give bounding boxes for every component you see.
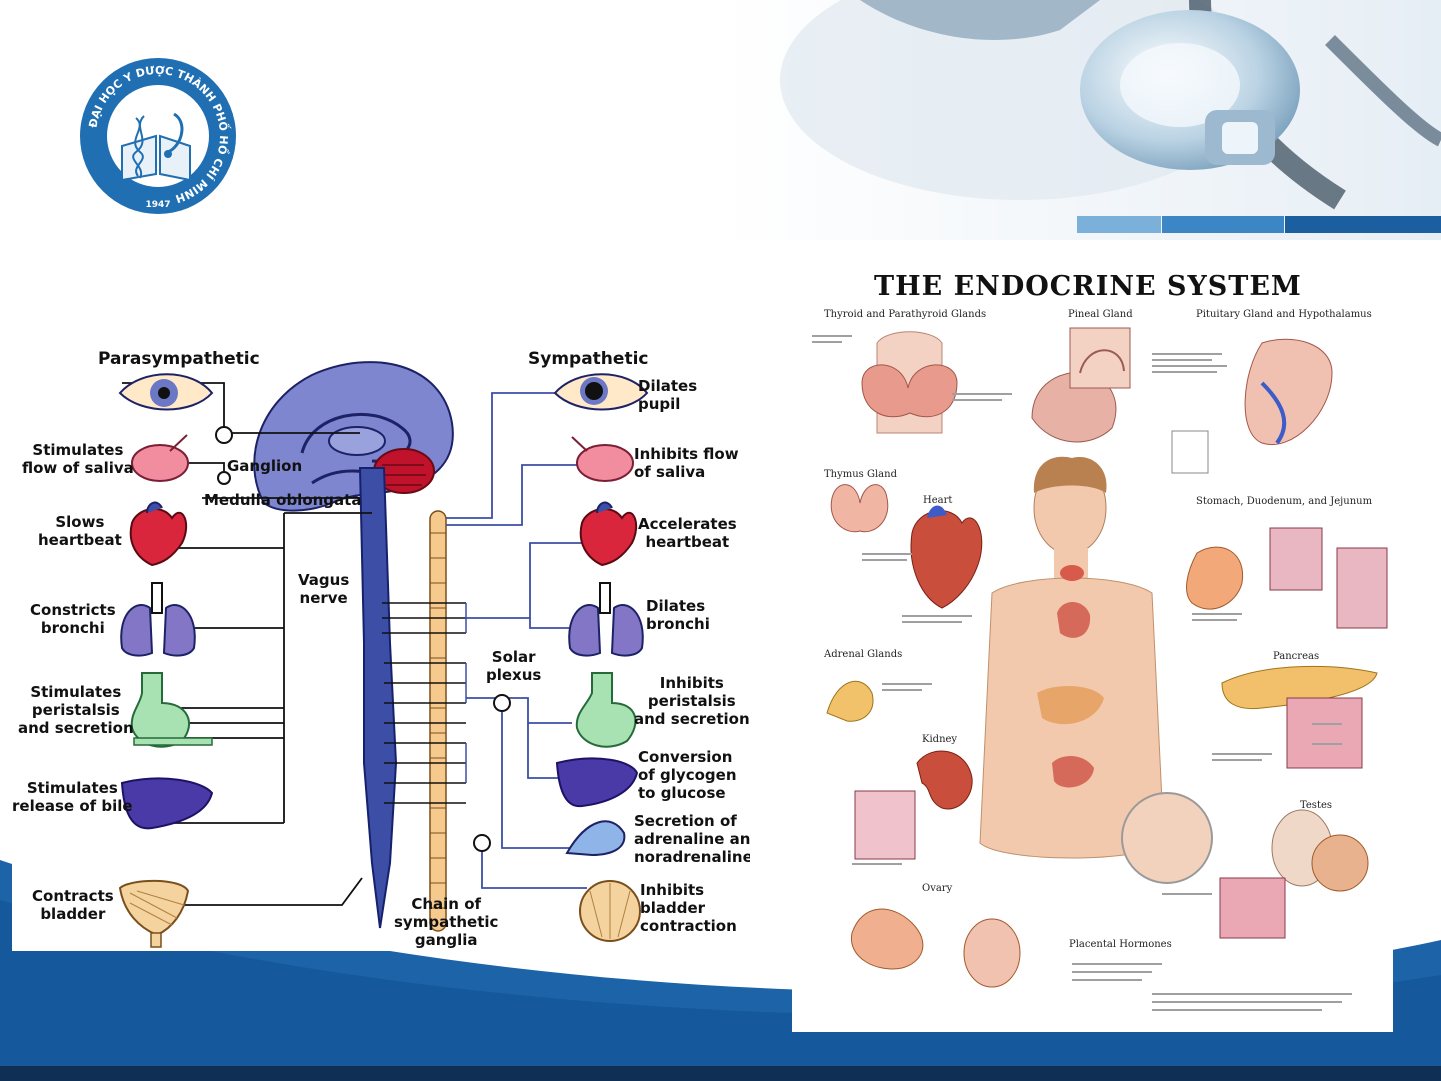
lungs-icon-left (120, 582, 196, 657)
section-thyroid: Thyroid and Parathyroid Glands (824, 309, 987, 320)
spinal-cord (358, 467, 398, 929)
lungs-icon-right (568, 582, 644, 657)
stomach-icon (1186, 527, 1388, 629)
endocrine-title: THE ENDOCRINE SYSTEM (874, 271, 1302, 302)
label-inhibits-saliva: Inhibits flow of saliva (634, 445, 739, 481)
female-body-figure (979, 456, 1165, 859)
section-testes: Testes (1300, 800, 1333, 811)
section-stomach: Stomach, Duodenum, and Jejunum (1196, 496, 1373, 507)
salivary-gland-icon-left (131, 434, 189, 482)
label-dilates-bronchi: Dilates bronchi (646, 597, 710, 633)
inset-circle (1121, 792, 1213, 884)
heart-icon (910, 505, 983, 609)
adrenal-gland-icon-right (565, 820, 626, 857)
salivary-gland-icon-right (571, 436, 634, 482)
liver-icon-left (120, 777, 214, 830)
eye-icon-right (553, 373, 649, 411)
autonomic-nervous-system-diagram: Parasympathetic Sympathetic Stimulates f… (12, 343, 750, 951)
label-stimulates-bile: Stimulates release of bile (12, 779, 133, 815)
label-stimulates-saliva: Stimulates flow of saliva (22, 441, 134, 477)
endocrine-artwork (812, 327, 1388, 1011)
section-heart: Heart (923, 495, 953, 506)
label-stimulates-peristalsis: Stimulates peristalsis and secretion (18, 683, 134, 737)
thyroid-gland-icon (861, 331, 958, 434)
label-inhibits-peristalsis: Inhibits peristalsis and secretion (634, 674, 750, 728)
label-inhibits-bladder: Inhibits bladder contraction (640, 881, 737, 935)
heart-icon-left (129, 501, 188, 567)
adrenal-gland-icon (826, 680, 874, 722)
label-contracts-bladder: Contracts bladder (32, 887, 114, 923)
pancreas-icon (1221, 665, 1378, 769)
thymus-gland-icon (830, 484, 889, 533)
label-solar-plexus: Solar plexus (486, 648, 542, 684)
label-constricts-bronchi: Constricts bronchi (30, 601, 116, 637)
label-ganglion: Ganglion (227, 457, 303, 475)
stomach-icon-left (130, 672, 213, 748)
parasympathetic-title: Parasympathetic (98, 349, 260, 369)
eye-icon-left (118, 373, 214, 411)
bladder-icon-left (118, 879, 190, 948)
section-ovary: Ovary (922, 883, 953, 894)
header-banner (0, 0, 1441, 240)
section-pituitary: Pituitary Gland and Hypothalamus (1196, 309, 1372, 320)
pineal-gland-icon (1031, 327, 1131, 443)
heart-icon-right (579, 501, 638, 567)
label-accelerates-heartbeat: Accelerates heartbeat (638, 515, 737, 551)
label-glycogen-conversion: Conversion of glycogen to glucose (638, 748, 737, 802)
section-placental: Placental Hormones (1069, 939, 1172, 950)
sympathetic-title: Sympathetic (528, 349, 649, 369)
testes-icon (1219, 809, 1369, 939)
label-chain-of-ganglia: Chain of sympathetic ganglia (394, 895, 499, 949)
label-dilates-pupil: Dilates pupil (638, 377, 698, 413)
pituitary-gland-icon (1171, 338, 1333, 474)
bladder-icon-right (579, 880, 641, 942)
label-adrenaline-secretion: Secretion of adrenaline and noradrenalin… (634, 812, 750, 866)
section-kidney: Kidney (922, 734, 958, 745)
section-pineal: Pineal Gland (1068, 309, 1133, 320)
section-adrenal: Adrenal Glands (824, 649, 903, 660)
label-medulla-oblongata: Medulla oblongata (204, 491, 362, 509)
autonomic-artwork (118, 361, 649, 948)
label-slows-heartbeat: Slows heartbeat (38, 513, 122, 549)
stomach-icon-right (575, 672, 637, 748)
kidney-icon (854, 750, 973, 860)
ovary-icon (851, 908, 1021, 988)
logo-year: 1947 (145, 200, 170, 210)
section-pancreas: Pancreas (1273, 651, 1320, 662)
liver-icon-right (555, 757, 639, 808)
section-thymus: Thymus Gland (824, 469, 897, 480)
logo-country: VIỆT NAM (139, 186, 177, 195)
university-logo: ĐẠI HỌC Y DƯỢC THÀNH PHỐ HỒ CHÍ MINH VIỆ… (80, 58, 236, 214)
endocrine-system-poster: THE ENDOCRINE SYSTEM (792, 253, 1393, 1032)
label-vagus-nerve: Vagus nerve (298, 571, 350, 607)
sympathetic-chain (429, 510, 447, 932)
